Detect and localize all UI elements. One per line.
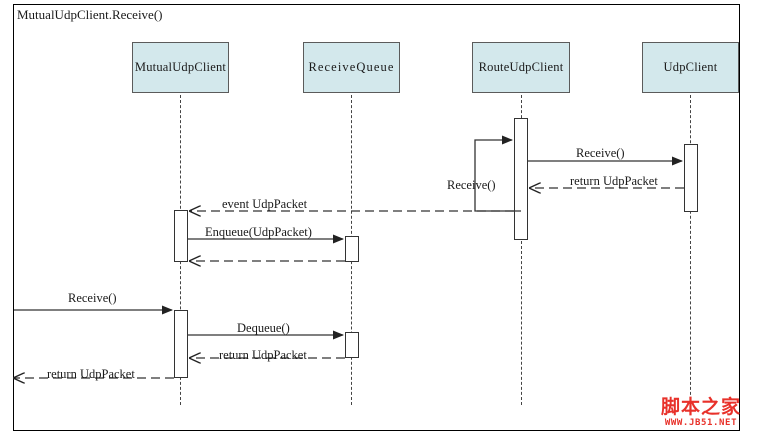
lifeline-label-routeudpclient: RouteUdpClient	[478, 60, 564, 74]
lifeline-label-udpclient: UdpClient	[663, 60, 718, 74]
lifeline-label-receivequeue: ReceiveQueue	[308, 60, 395, 74]
watermark-url: WWW.JB51.NET	[664, 417, 738, 428]
activation-bar-mutualudpclient-lower[interactable]	[174, 310, 188, 378]
lifeline-box-receivequeue[interactable]: ReceiveQueue	[303, 42, 400, 93]
lifeline-box-routeudpclient[interactable]: RouteUdpClient	[472, 42, 570, 93]
msg-label-return-udppacket-caller: return UdpPacket	[47, 367, 135, 381]
watermark-text: 脚本之家	[660, 395, 741, 418]
msg-label-receive-caller: Receive()	[68, 291, 117, 305]
activation-bar-routeudpclient[interactable]	[514, 118, 528, 240]
activation-bar-mutualudpclient-upper[interactable]	[174, 210, 188, 262]
activation-bar-udpclient[interactable]	[684, 144, 698, 212]
activation-bar-receivequeue-enqueue[interactable]	[345, 236, 359, 262]
activation-bar-receivequeue-dequeue[interactable]	[345, 332, 359, 358]
msg-label-event-udppacket: event UdpPacket	[222, 197, 308, 211]
diagram-frame	[13, 4, 740, 431]
watermark: 脚本之家 WWW.JB51.NET	[660, 395, 741, 428]
msg-label-return-udppacket-queue: return UdpPacket	[219, 348, 307, 362]
lifeline-box-udpclient[interactable]: UdpClient	[642, 42, 739, 93]
lifeline-dash-udpclient	[690, 95, 691, 405]
msg-label-enqueue-udppacket: Enqueue(UdpPacket)	[205, 225, 312, 239]
lifeline-box-mutualudpclient[interactable]: MutualUdpClient	[132, 42, 229, 93]
lifeline-dash-routeudpclient	[521, 95, 522, 405]
msg-label-return-udppacket-udpclient: return UdpPacket	[570, 174, 658, 188]
msg-label-self-receive: Receive()	[447, 178, 496, 192]
lifeline-label-mutualudpclient: MutualUdpClient	[134, 60, 227, 74]
diagram-title: MutualUdpClient.Receive()	[17, 7, 163, 22]
msg-label-receive-udpclient: Receive()	[576, 146, 625, 160]
msg-label-dequeue: Dequeue()	[237, 321, 290, 335]
